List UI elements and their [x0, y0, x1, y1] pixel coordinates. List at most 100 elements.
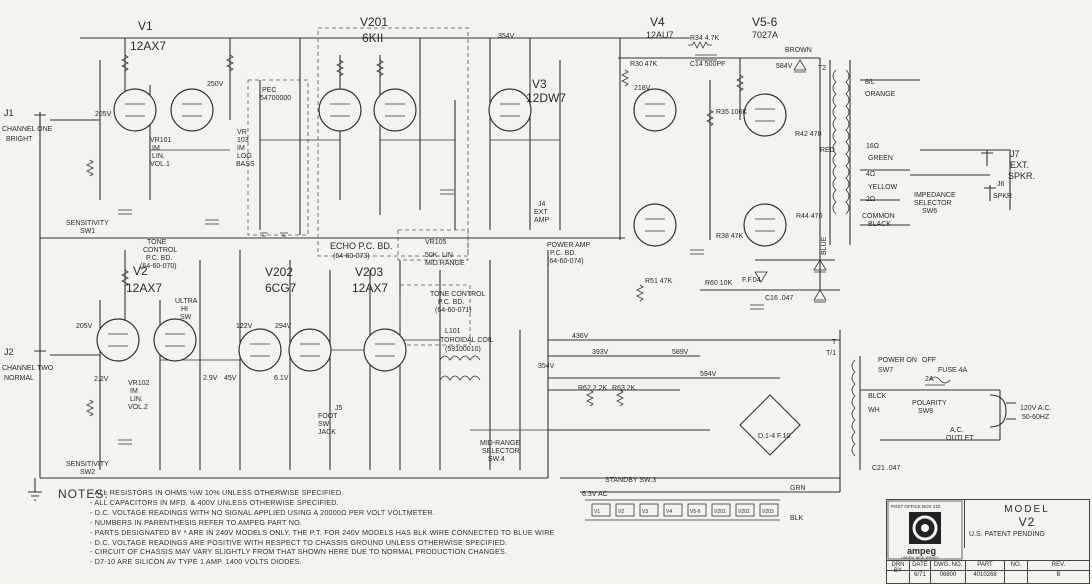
tube-ref: V1	[138, 19, 153, 33]
tube-type: 12AX7	[126, 281, 162, 295]
svg-text:BASS: BASS	[236, 161, 255, 168]
channel-subtitle: NORMAL	[4, 375, 34, 382]
svg-text:250V: 250V	[207, 81, 224, 88]
svg-text:IM: IM	[152, 145, 160, 152]
svg-text:2.2V: 2.2V	[94, 376, 109, 383]
svg-text:BROWN: BROWN	[785, 47, 812, 54]
svg-text:RED: RED	[820, 147, 835, 154]
svg-text:SW7: SW7	[878, 367, 893, 374]
title-header-row: DRN BY DATE DWG. NO. PART NO. REV.	[887, 560, 1089, 575]
heater-label: V5-6	[690, 509, 701, 515]
svg-text:FOOT: FOOT	[318, 413, 338, 420]
company-name: ampeg	[907, 546, 936, 556]
tube-type: 12AX7	[130, 39, 166, 53]
svg-text:CONTROL: CONTROL	[143, 247, 177, 254]
svg-text:SW1: SW1	[80, 228, 95, 235]
svg-text:VOL.1: VOL.1	[150, 161, 170, 168]
svg-text:EXT: EXT	[534, 209, 548, 216]
svg-text:AMP: AMP	[534, 217, 550, 224]
heater-element: V203	[759, 503, 779, 517]
board-labels: TONE CONTROL P.C. BD. (64-60-070) ECHO P…	[140, 239, 591, 314]
svg-text:50-60HZ: 50-60HZ	[1022, 414, 1050, 421]
svg-text:6.1V: 6.1V	[274, 375, 289, 382]
tube-envelopes	[96, 88, 787, 372]
svg-text:J4: J4	[538, 201, 546, 208]
svg-text:(64-60-070): (64-60-070)	[140, 263, 177, 270]
svg-text:BLACK: BLACK	[868, 221, 891, 228]
svg-text:R38 47K: R38 47K	[716, 233, 744, 240]
svg-text:OUTLET: OUTLET	[946, 435, 974, 442]
heater-label: V4	[666, 509, 672, 515]
svg-text:SW.4: SW.4	[488, 456, 505, 463]
svg-text:P.C. BD.: P.C. BD.	[146, 255, 172, 262]
svg-text:SELECTOR: SELECTOR	[482, 448, 520, 455]
svg-text:EXT.: EXT.	[1010, 160, 1029, 170]
svg-text:HI: HI	[181, 306, 188, 313]
svg-text:8/L: 8/L	[865, 79, 875, 86]
svg-text:T: T	[832, 339, 837, 346]
wire-labels: BROWN ORANGE GREEN YELLOW RED BLUE BLACK…	[785, 47, 898, 522]
svg-text:C14 500PF: C14 500PF	[690, 61, 725, 68]
tube-ref: V4	[650, 15, 665, 29]
channel-title: CHANNEL ONE	[2, 126, 53, 133]
svg-text:SENSITIVITY: SENSITIVITY	[66, 461, 109, 468]
tube-ref: V2	[133, 264, 148, 278]
svg-text:YELLOW: YELLOW	[868, 184, 898, 191]
svg-text:594V: 594V	[700, 371, 717, 378]
svg-text:2.9V: 2.9V	[203, 375, 218, 382]
svg-text:TONE CONTROL: TONE CONTROL	[430, 291, 486, 298]
svg-text:VOL.2: VOL.2	[128, 404, 148, 411]
svg-text:BLK: BLK	[790, 515, 804, 522]
svg-text:218V: 218V	[634, 85, 651, 92]
svg-text:R34 4.7K: R34 4.7K	[690, 35, 720, 42]
svg-text:LIN.: LIN.	[152, 153, 165, 160]
svg-text:J6: J6	[997, 181, 1005, 188]
svg-text:J5: J5	[335, 405, 343, 412]
tube-ref: V5-6	[752, 15, 778, 29]
tube-type: 6CG7	[265, 281, 297, 295]
svg-text:R42 470: R42 470	[795, 131, 822, 138]
tube-type: 12AX7	[352, 281, 388, 295]
svg-text:ECHO P.C. BD.: ECHO P.C. BD.	[330, 241, 392, 251]
svg-text:205V: 205V	[95, 111, 112, 118]
svg-text:SW2: SW2	[80, 469, 95, 476]
svg-text:54700000: 54700000	[260, 95, 291, 102]
component-labels: R34 4.7K C14 500PF R30 47K R35 100K R42 …	[578, 35, 901, 472]
model-number: V2	[1018, 515, 1036, 529]
svg-text:SW: SW	[180, 314, 192, 321]
title-block: POST OFFICE BOX 310 ampeg LINDEN, NEW JE…	[886, 499, 1090, 584]
svg-text:IMPEDANCE: IMPEDANCE	[914, 192, 956, 199]
svg-text:D.1-4 F.10: D.1-4 F.10	[758, 433, 790, 440]
svg-text:JACK: JACK	[318, 429, 336, 436]
svg-text:VR101: VR101	[150, 137, 172, 144]
wiring	[39, 37, 1011, 493]
svg-text:T2: T2	[818, 65, 826, 72]
note-item: CIRCUIT OF CHASSIS MAY VARY SLIGHTLY FRO…	[90, 547, 658, 557]
svg-text:122V: 122V	[236, 323, 253, 330]
svg-text:R60 10K: R60 10K	[705, 280, 733, 287]
svg-text:J7: J7	[1010, 149, 1020, 159]
svg-text:294V: 294V	[275, 323, 292, 330]
svg-text:POWER AMP: POWER AMP	[547, 242, 591, 249]
po-box: POST OFFICE BOX 310	[891, 504, 941, 509]
note-item: ALL CAPACITORS IN MFD. & 400V UNLESS OTH…	[90, 498, 658, 508]
heater-label: V201	[714, 509, 726, 515]
svg-text:SW8: SW8	[918, 408, 933, 415]
svg-text:LIN.: LIN.	[130, 396, 143, 403]
svg-text:R30 47K: R30 47K	[630, 61, 658, 68]
svg-text:SPKR: SPKR	[993, 193, 1012, 200]
svg-text:2A: 2A	[925, 376, 934, 383]
svg-text:FUSE 4A: FUSE 4A	[938, 367, 968, 374]
svg-text:R51 47K: R51 47K	[645, 278, 673, 285]
svg-text:584V: 584V	[776, 63, 793, 70]
jack-ref: J2	[4, 347, 14, 357]
note-item: D7-10 ARE SILICON AV TYPE 1 AMP. 1400 VO…	[90, 557, 658, 567]
company-city: LINDEN, NEW JERSEY	[901, 556, 939, 560]
svg-text:SW6: SW6	[922, 208, 937, 215]
svg-text:OFF: OFF	[922, 357, 936, 364]
heater-element: V202	[735, 503, 755, 517]
svg-text:(64-60-074): (64-60-074)	[547, 258, 584, 265]
tube-ref: V201	[360, 15, 388, 29]
svg-text:(59100010): (59100010)	[445, 346, 481, 353]
note-item: PARTS DESIGNATED BY * ARE IN 240V MODELS…	[90, 528, 658, 538]
